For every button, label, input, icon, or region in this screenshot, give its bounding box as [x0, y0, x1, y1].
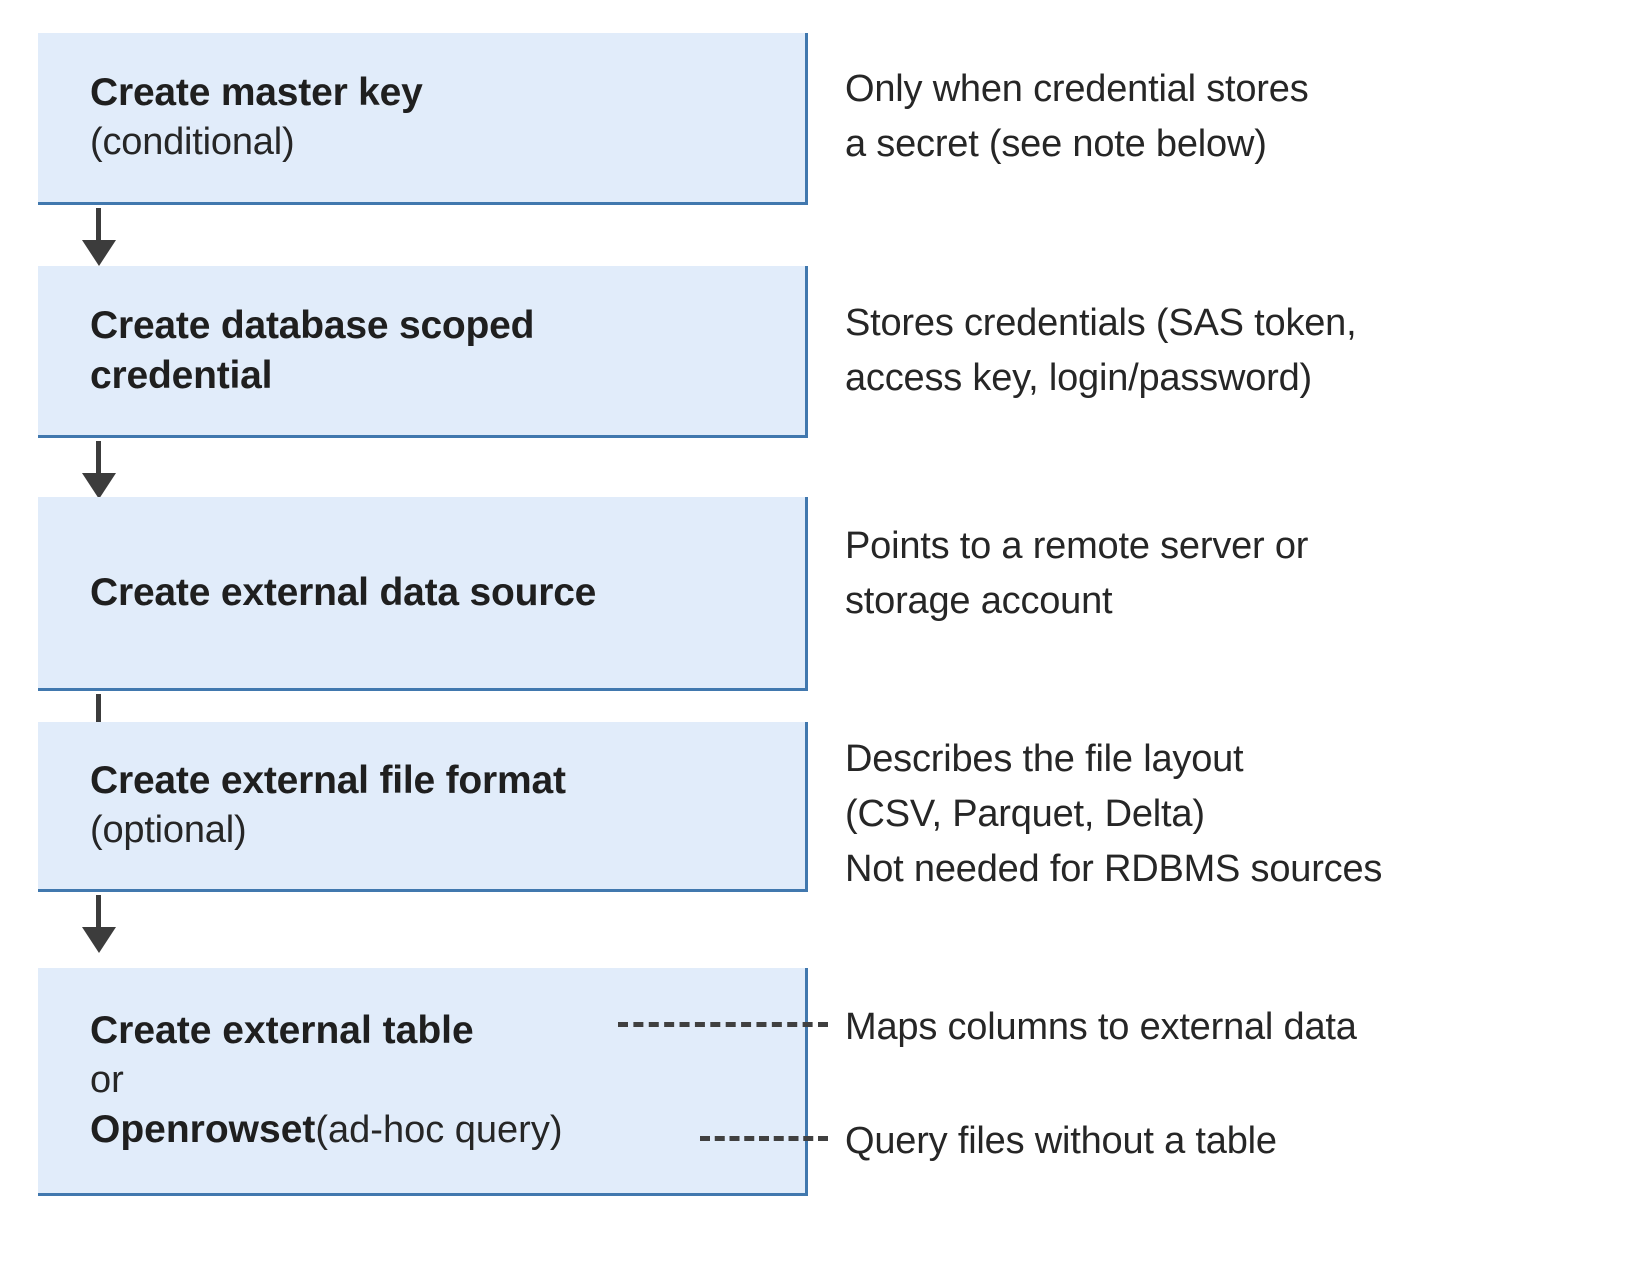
arrow-3-shaft — [96, 694, 101, 728]
arrow-1 — [82, 208, 116, 266]
arrow-4-head — [82, 927, 116, 953]
step-5-separator: or — [90, 1059, 124, 1102]
arrow-1-shaft — [96, 208, 101, 242]
step-2-title: Create database scoped credential — [90, 303, 535, 397]
arrow-4 — [82, 895, 116, 953]
annotation-create-master-key: Only when credential stores a secret (se… — [845, 68, 1309, 166]
annotation-create-external-data-source: Points to a remote server or storage acc… — [845, 525, 1309, 623]
step-1-title: Create master key — [90, 71, 423, 115]
leader-line-openrowset — [700, 1136, 828, 1141]
step-2-text-block: Create database scoped credential — [38, 301, 805, 401]
step-3-title: Create external data source — [90, 570, 597, 614]
annotation-create-external-file-format: Describes the file layout (CSV, Parquet,… — [845, 738, 1383, 891]
step-5-option-a-row: Create external table — [90, 1006, 791, 1056]
arrow-2 — [82, 441, 116, 499]
annotation-create-external-table: Maps columns to external data — [845, 1006, 1357, 1048]
arrow-4-shaft — [96, 895, 101, 929]
step-box-create-external-table-or-openrowset: Create external table or Openrowset (ad-… — [38, 968, 808, 1196]
step-4-text-block: Create external file format (optional) — [38, 756, 805, 855]
step-box-create-external-file-format: Create external file format (optional) — [38, 722, 808, 892]
step-box-create-master-key: Create master key (conditional) — [38, 33, 808, 205]
step-5-option-b-suffix: (ad-hoc query) — [315, 1108, 563, 1151]
step-1-subtitle: (conditional) — [90, 121, 295, 164]
leader-line-external-table — [618, 1022, 828, 1027]
step-1-text-block: Create master key (conditional) — [38, 68, 805, 167]
step-box-create-database-scoped-credential: Create database scoped credential — [38, 266, 808, 438]
step-5-option-a-title: Create external table — [90, 1009, 474, 1053]
step-5-text-block: Create external table or Openrowset (ad-… — [38, 1006, 805, 1154]
step-4-subtitle: (optional) — [90, 809, 247, 852]
step-box-create-external-data-source: Create external data source — [38, 497, 808, 691]
step-5-option-b-row: Openrowset (ad-hoc query) — [90, 1105, 791, 1155]
step-5-option-b-title: Openrowset — [90, 1107, 316, 1151]
arrow-2-head — [82, 473, 116, 499]
step-3-text-block: Create external data source — [38, 568, 805, 618]
step-4-title: Create external file format — [90, 759, 566, 803]
annotation-create-database-scoped-credential: Stores credentials (SAS token, access ke… — [845, 302, 1357, 400]
arrow-2-shaft — [96, 441, 101, 475]
arrow-1-head — [82, 240, 116, 266]
annotation-openrowset: Query files without a table — [845, 1120, 1277, 1162]
